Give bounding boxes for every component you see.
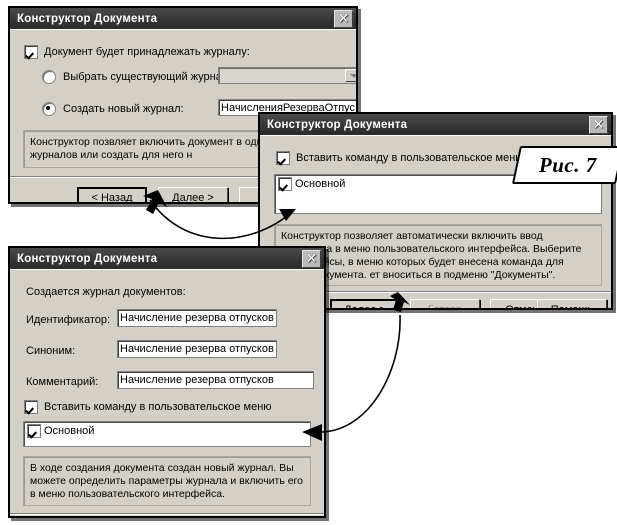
list-item[interactable]: Основной <box>278 177 598 191</box>
dialog2-titlebar[interactable]: Конструктор Документа ✕ <box>260 114 611 135</box>
list-item[interactable]: Основной <box>27 424 307 438</box>
divider <box>260 291 611 293</box>
checkbox-icon[interactable] <box>27 424 41 438</box>
close-icon[interactable]: ✕ <box>334 10 353 28</box>
radio-label: Создать новый журнал: <box>63 103 184 115</box>
checkbox-insert-command-into-user-menu[interactable]: Вставить команду в пользовательское меню <box>276 151 524 165</box>
dialog2-title: Конструктор Документа <box>267 118 408 131</box>
figure-label: Рис. 7 <box>511 146 617 184</box>
button-next[interactable]: Далее > <box>158 187 228 202</box>
radio-icon <box>42 70 56 84</box>
field-label-identifier: Идентификатор: <box>26 314 111 326</box>
dialog3-title: Конструктор Документа <box>17 252 158 265</box>
dialog2-hint-panel: Конструктор позволяет автоматически вклю… <box>274 224 602 286</box>
radio-icon <box>42 102 56 116</box>
list-item-label: Основной <box>44 425 95 437</box>
checkbox-label: Документ будет принадлежать журналу: <box>44 46 250 58</box>
dialog3-hint-panel: В ходе создания документа создан новый ж… <box>23 456 311 506</box>
flow-arrow-2-to-3 <box>321 314 401 433</box>
checkbox-icon[interactable] <box>278 177 292 191</box>
radio-create-new-journal[interactable]: Создать новый журнал: <box>42 102 184 116</box>
close-icon[interactable]: ✕ <box>302 250 321 268</box>
figure-label-text: Рис. 7 <box>539 152 597 177</box>
dialog1-title: Конструктор Документа <box>17 12 158 25</box>
dialog-step-journal-properties: Конструктор Документа ✕ Создается журнал… <box>8 246 326 518</box>
dialog3-heading: Создается журнал документов: <box>26 286 186 298</box>
dialog3-client: Создается журнал документов: Идентификат… <box>10 269 324 516</box>
checkbox-insert-command-into-user-menu[interactable]: Вставить команду в пользовательское меню <box>24 400 272 414</box>
checkbox-document-belongs-to-journal[interactable]: Документ будет принадлежать журналу: <box>24 45 250 59</box>
button-back[interactable]: < Назад <box>77 187 147 202</box>
field-label-comment: Комментарий: <box>26 376 99 388</box>
chevron-down-icon[interactable] <box>345 69 356 82</box>
button-next[interactable]: Далее > <box>330 299 400 308</box>
button-finish: Готово <box>410 299 480 308</box>
button-help[interactable]: Помощь <box>537 299 607 308</box>
divider <box>10 176 356 178</box>
divider <box>10 513 324 515</box>
input-comment[interactable]: Начисление резерва отпусков <box>117 371 314 389</box>
radio-select-existing-journal[interactable]: Выбрать существующий журнал: <box>42 70 231 84</box>
dialog3-titlebar[interactable]: Конструктор Документа ✕ <box>10 248 324 269</box>
input-new-journal-name[interactable]: НачисленияРезерваОтпус <box>218 99 356 116</box>
checkbox-label: Вставить команду в пользовательское меню <box>296 152 524 164</box>
input-identifier[interactable]: Начисление резерва отпусков <box>117 309 277 327</box>
checkbox-icon <box>276 151 290 165</box>
dialog1-titlebar[interactable]: Конструктор Документа ✕ <box>10 8 356 29</box>
checkbox-icon <box>24 45 38 59</box>
combo-existing-journal[interactable] <box>218 67 356 84</box>
checkbox-label: Вставить команду в пользовательское меню <box>44 401 272 413</box>
list-item-label: Основной <box>295 178 346 190</box>
dialog-step-interface-menu: Конструктор Документа ✕ Вставить команду… <box>258 112 617 310</box>
field-label-synonym: Синоним: <box>26 345 76 357</box>
radio-label: Выбрать существующий журнал: <box>63 71 232 83</box>
close-icon[interactable]: ✕ <box>589 116 608 134</box>
listbox-interfaces[interactable]: Основной <box>23 421 311 447</box>
input-synonym[interactable]: Начисление резерва отпусков <box>117 340 277 358</box>
checkbox-icon <box>24 400 38 414</box>
